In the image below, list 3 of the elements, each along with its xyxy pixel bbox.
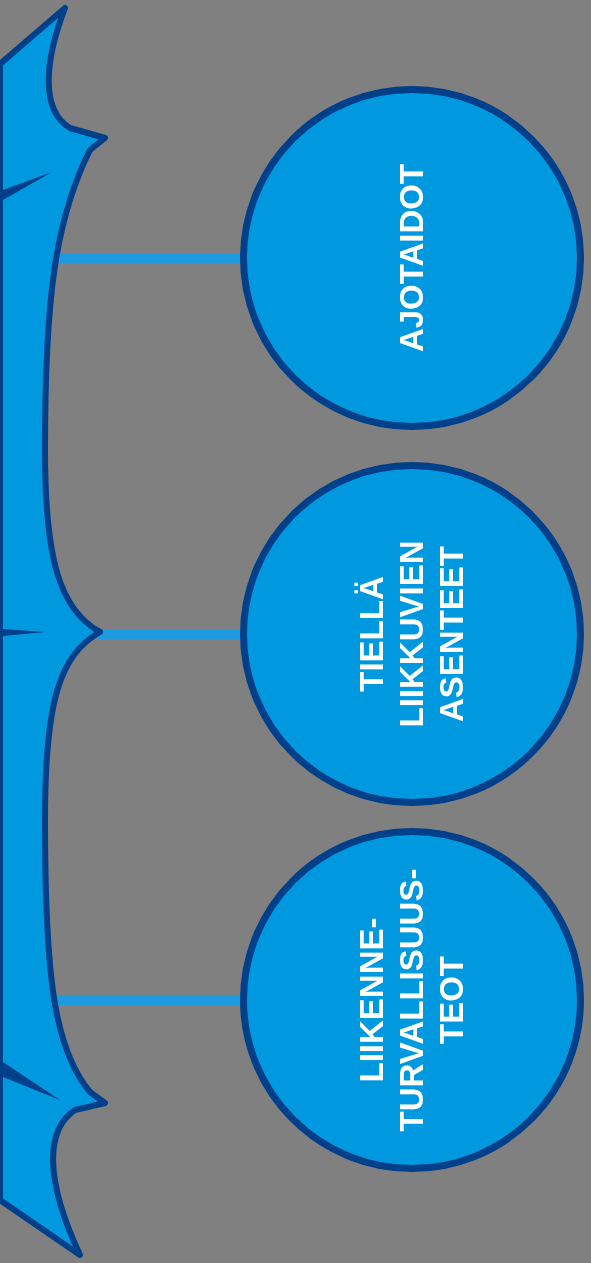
node-label: LIIKENNE- TURVALLISUUS- TEOT [352,868,471,1132]
node-label: TIELLÄ LIIKKUVIEN ASENTEET [352,540,471,728]
node-label: AJOTAIDOT [392,163,431,353]
